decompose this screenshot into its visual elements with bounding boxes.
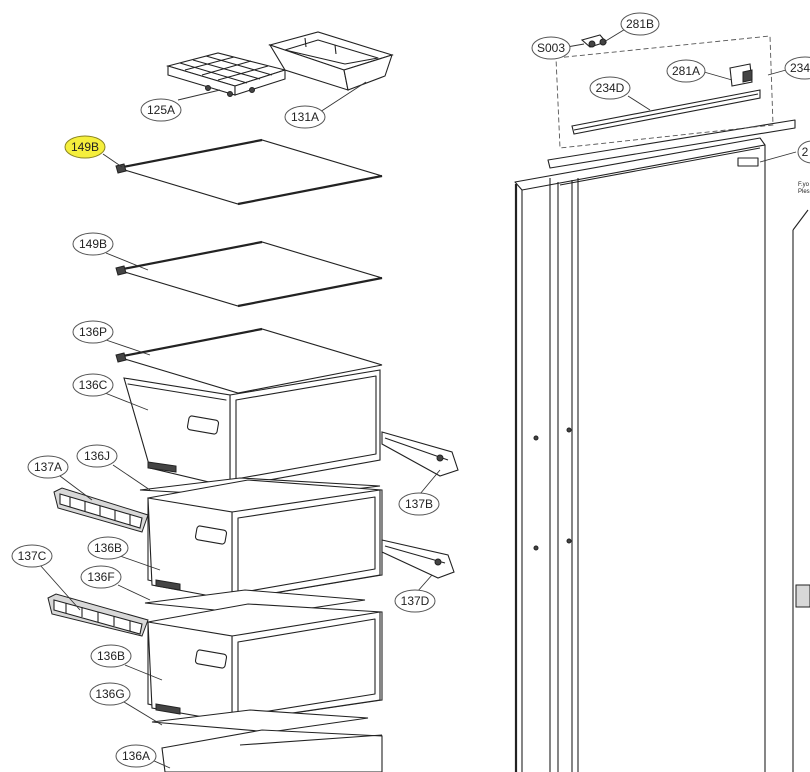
callout-131a: 131A [284,105,326,129]
svg-text:136J: 136J [84,449,110,463]
callout-281a: 281A [666,59,706,83]
svg-text:2: 2 [802,145,809,159]
svg-text:125A: 125A [147,103,175,117]
callout-137b: 137B [398,492,440,516]
side-rail-137c [47,593,149,637]
slide-rail-137b [381,431,459,477]
callout-234d: 234D [589,76,631,100]
callout-136a: 136A [115,744,157,768]
callout-137d: 137D [394,589,436,613]
svg-text:281A: 281A [672,64,700,78]
hinge-assembly [555,34,774,149]
svg-text:131A: 131A [291,110,319,124]
callout-136c: 136C [72,373,114,397]
glass-shelf-middle [115,240,383,308]
glass-shelf-upper [115,138,383,206]
svg-text:234: 234 [790,61,810,75]
callout-281b: 281B [620,12,660,36]
ice-tray-part [165,52,287,97]
door-note-line-1: F.yo [798,182,810,188]
callout-s003: S003 [531,36,571,60]
door-note-line-2: Ples [798,189,810,195]
svg-text:136B: 136B [97,649,125,663]
callout-2-cut: 2 [797,140,810,164]
side-rail-137a [53,487,149,533]
leader-lines [39,27,797,769]
callout-137c: 137C [11,544,53,568]
divider-136g [151,709,369,733]
callout-136p: 136P [72,320,114,344]
drawer-bottom [161,729,383,772]
drawer-middle [147,479,383,601]
svg-text:149B: 149B [79,237,107,251]
callout-234-cut: 234 [784,56,810,80]
slide-rail-137d [381,539,455,579]
adjacent-door-edge: F.yo Ples [792,182,810,772]
svg-text:136G: 136G [95,687,124,701]
svg-text:234D: 234D [596,81,625,95]
svg-text:137D: 137D [401,594,430,608]
callout-149b-highlighted: 149B [64,135,106,159]
drawer-upper [123,369,381,488]
svg-text:136F: 136F [87,570,114,584]
svg-text:137C: 137C [18,549,47,563]
callout-137a: 137A [27,455,69,479]
svg-text:S003: S003 [537,41,565,55]
svg-text:281B: 281B [626,17,654,31]
svg-text:149B: 149B [71,140,99,154]
drawer-lower [147,603,383,723]
svg-text:136C: 136C [79,378,108,392]
callout-136g: 136G [89,682,131,706]
callout-125a: 125A [140,98,182,122]
callout-136j: 136J [76,444,118,468]
ice-bin-part [268,31,394,91]
callout-136b-lower: 136B [90,644,132,668]
svg-text:136P: 136P [79,325,107,339]
svg-text:136A: 136A [122,749,150,763]
svg-text:136B: 136B [94,541,122,555]
svg-text:137A: 137A [34,460,62,474]
callout-136f: 136F [80,565,122,589]
callout-136b: 136B [87,536,129,560]
callout-149b: 149B [72,232,114,256]
refrigerator-door [514,119,796,772]
svg-text:137B: 137B [405,497,433,511]
